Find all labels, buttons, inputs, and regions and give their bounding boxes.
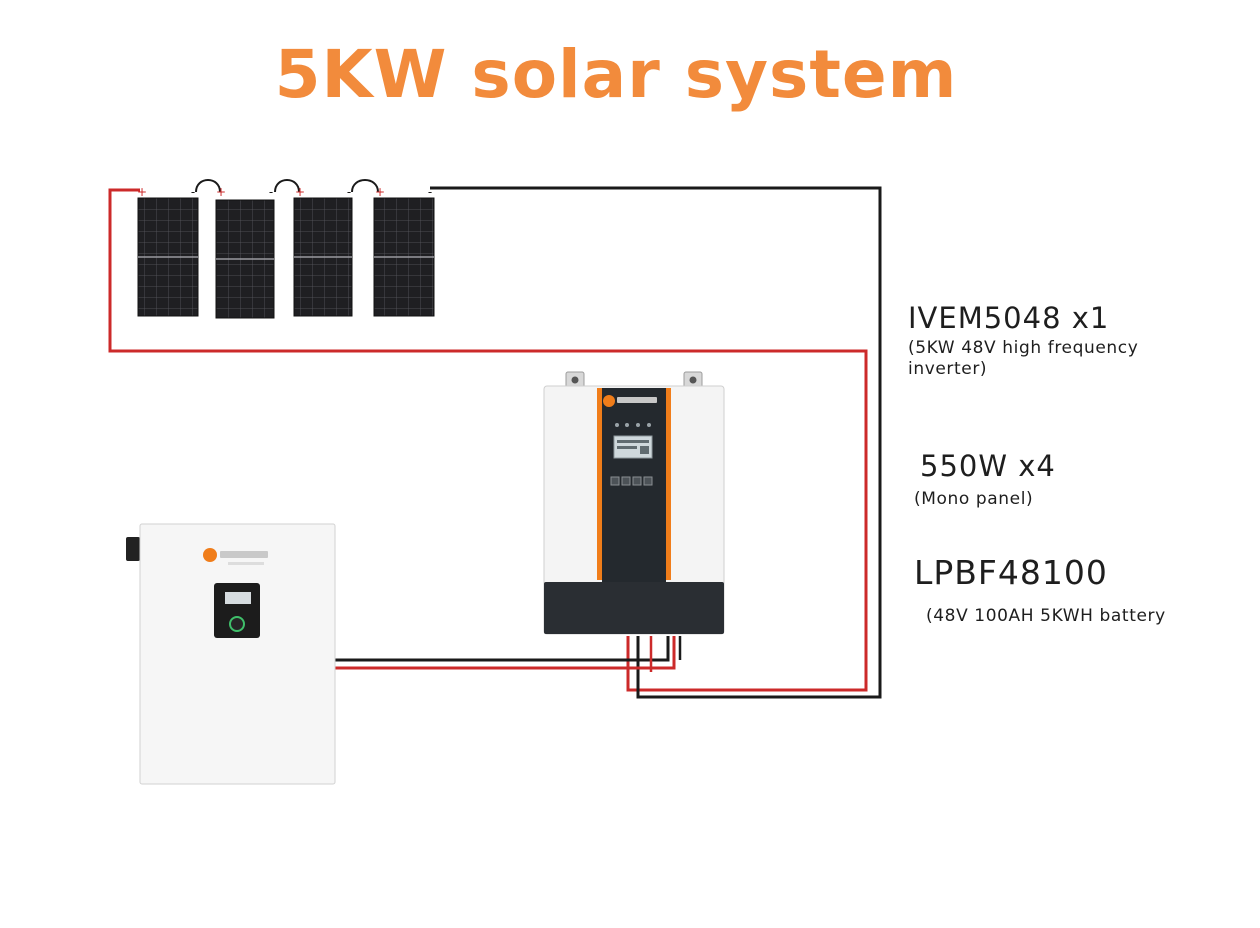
terminal-minus-3: - (347, 185, 351, 199)
inverter-unit (543, 371, 725, 635)
inverter-button-3 (632, 476, 642, 486)
pv-positive-wire (108, 188, 868, 692)
pv-wiring (108, 179, 882, 699)
panel-jumper-1 (195, 179, 221, 193)
panel-jumper-2 (274, 179, 300, 193)
terminal-minus-1: - (191, 185, 195, 199)
pv-negative-wire (430, 186, 882, 699)
terminal-minus-2: - (269, 185, 273, 199)
inverter-description-label: (5KW 48V high frequency inverter) (908, 338, 1138, 380)
panel-model-label: 550W x4 (920, 449, 1056, 483)
felicitysolar-logo-icon (203, 548, 217, 562)
battery-model-label: LPBF48100 (914, 553, 1108, 592)
panel-description-label: (Mono panel) (914, 489, 1034, 509)
battery-wiring (334, 636, 682, 672)
battery-power-button (229, 616, 245, 632)
battery-description-label: (48V 100AH 5KWH battery (926, 606, 1166, 626)
terminal-plus-2: + (216, 185, 226, 199)
inverter-description-line-2: inverter) (908, 359, 988, 379)
terminal-plus-1: + (137, 185, 147, 199)
battery-side-connector (126, 537, 140, 561)
terminal-plus-4: + (375, 185, 385, 199)
solar-panel-3 (293, 197, 353, 317)
inverter-description-line-1: (5KW 48V high frequency (908, 338, 1139, 358)
terminal-plus-3: + (295, 185, 305, 199)
solar-panels: + - + - + - + - (137, 185, 435, 319)
inverter-terminal-cover (544, 582, 724, 634)
battery-display (225, 592, 251, 604)
battery-negative-wire (334, 636, 670, 662)
felicitysolar-logo-icon (603, 395, 615, 407)
panel-jumper-3 (351, 179, 379, 193)
inverter-button-4 (643, 476, 653, 486)
inverter-button-1 (610, 476, 620, 486)
inverter-model-label: IVEM5048 x1 (908, 301, 1110, 335)
solar-panel-1 (137, 197, 199, 317)
terminal-minus-4: - (428, 185, 432, 199)
battery-unit (126, 523, 336, 785)
solar-panel-4 (373, 197, 435, 317)
inverter-button-2 (621, 476, 631, 486)
solar-panel-2 (215, 199, 275, 319)
page-title: 5KW solar system (274, 36, 958, 113)
battery-positive-wire (334, 636, 676, 670)
